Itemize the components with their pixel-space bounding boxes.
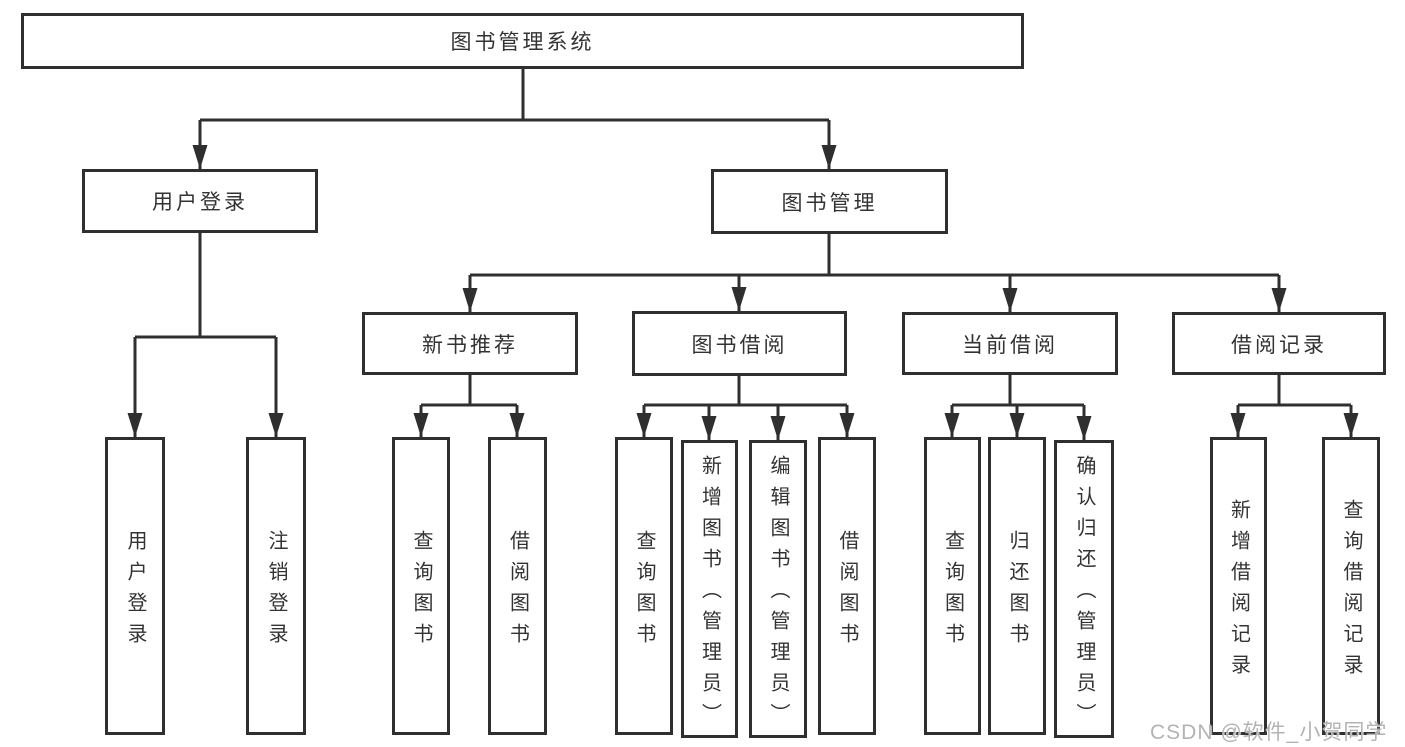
node-book-management: 图书管理	[711, 169, 948, 234]
node-label: 查询图书	[633, 529, 655, 654]
node-label: 查询借阅记录	[1340, 498, 1362, 685]
node-label: 查询图书	[941, 529, 964, 654]
csdn-watermark: CSDN @软件_小贺同学	[1150, 721, 1388, 744]
node-records-query-borrow-record: 查询借阅记录	[1322, 437, 1380, 735]
node-current-return-books: 归还图书	[988, 437, 1046, 735]
node-recommend-borrow-books: 借阅图书	[488, 437, 547, 735]
node-label: 确认归还（管理员）	[1073, 455, 1095, 734]
node-label: 借阅图书	[836, 529, 858, 654]
node-label: 借阅记录	[1231, 333, 1327, 357]
node-label: 查询图书	[410, 529, 432, 654]
node-records-add-borrow-record: 新增借阅记录	[1210, 437, 1267, 735]
node-new-book-recommendation: 新书推荐	[362, 312, 578, 375]
node-borrowing-borrow-books: 借阅图书	[818, 437, 876, 735]
node-recommend-query-books: 查询图书	[392, 437, 450, 735]
node-label: 新书推荐	[422, 333, 518, 357]
node-label: 借阅图书	[506, 529, 529, 654]
node-user-login: 用户登录	[82, 169, 318, 233]
node-current-borrowing: 当前借阅	[902, 312, 1118, 375]
node-current-query-books: 查询图书	[924, 437, 981, 735]
node-library-management-system: 图书管理系统	[21, 13, 1024, 69]
node-label: 图书管理	[781, 191, 878, 215]
node-logout-action: 注销登录	[246, 437, 306, 735]
node-current-confirm-return-admin: 确认归还（管理员）	[1054, 440, 1114, 738]
node-label: 图书管理系统	[450, 31, 595, 54]
node-label: 新增图书（管理员）	[698, 455, 721, 734]
node-borrowing-edit-books-admin: 编辑图书（管理员）	[749, 440, 807, 738]
node-label: 编辑图书（管理员）	[767, 455, 789, 734]
node-label: 图书借阅	[691, 333, 788, 357]
node-label: 归还图书	[1006, 529, 1028, 654]
node-label: 用户登录	[152, 191, 248, 214]
node-borrowing-query-books: 查询图书	[615, 437, 673, 735]
node-user-login-action: 用户登录	[105, 437, 165, 735]
node-label: 注销登录	[265, 529, 287, 654]
node-borrowing-add-books-admin: 新增图书（管理员）	[681, 440, 738, 738]
node-label: 当前借阅	[962, 333, 1058, 357]
node-book-borrowing: 图书借阅	[632, 311, 847, 376]
node-borrowing-records: 借阅记录	[1172, 312, 1386, 375]
node-label: 用户登录	[124, 529, 146, 654]
node-label: 新增借阅记录	[1227, 498, 1250, 685]
